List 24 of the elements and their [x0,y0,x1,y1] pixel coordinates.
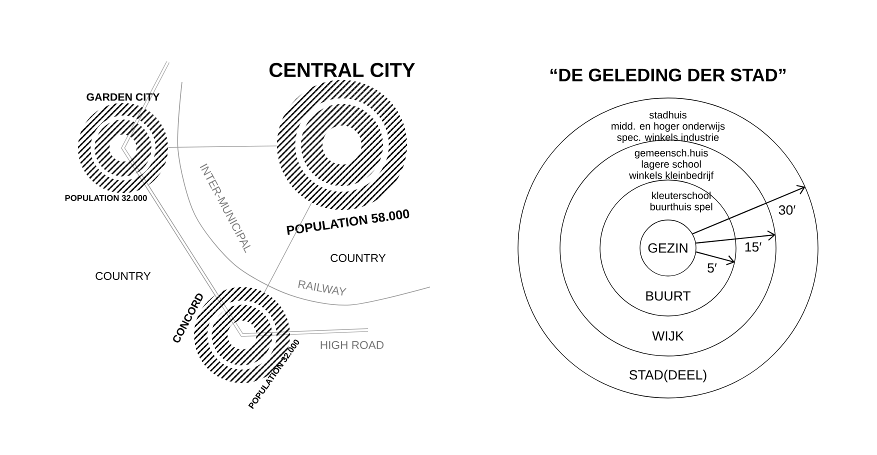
edge-label: 30′ [778,205,796,215]
ring-label: BUURT [646,291,691,301]
area-label: COUNTRY [330,254,386,262]
connector [696,230,776,244]
facility-list: kleuterschool buurthuis spel [650,192,712,212]
rail-label: RAILWAY [298,280,347,296]
title: “DE GELEDING DER STAD” [550,68,786,82]
connector [692,184,806,234]
area-label: COUNTRY [96,272,151,280]
city-name: CENTRAL CITY [270,62,415,78]
connector [168,146,278,148]
edge-label: 15′ [745,242,762,252]
edge-label: 5′ [708,263,717,273]
ring-label: WIJK [652,331,684,341]
facility-list: stadhuis midd. en hoger onderwijs spec. winkels industrie [612,111,725,143]
population-label: POPULATION 58.000 [286,209,410,235]
connector [696,251,735,266]
connector [264,202,312,293]
connector [146,185,218,296]
road-label: HIGH ROAD [320,341,384,349]
ring-label: STAD(DEEL) [629,370,706,382]
city-name: GARDEN CITY [86,93,160,101]
facility-list: gemeensch.huis lagere school winkels kleinbedrijf [629,149,714,181]
population-label: POPULATION 32.000 [65,195,147,201]
